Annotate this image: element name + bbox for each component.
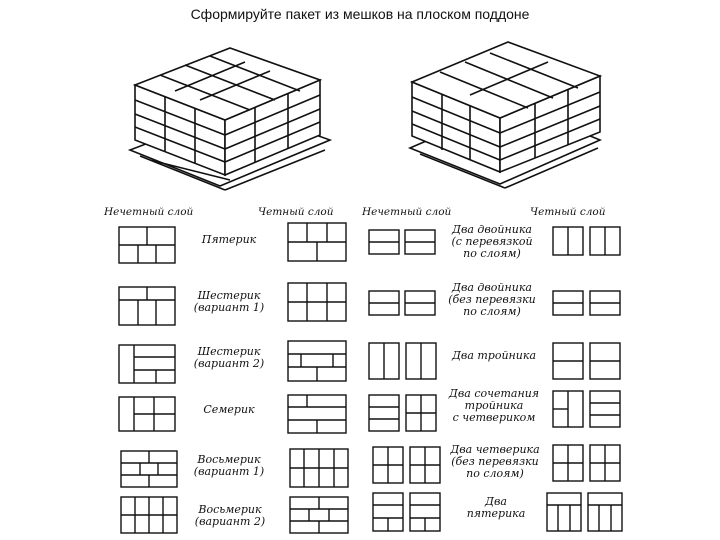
odd-layer-pattern: [118, 286, 176, 326]
odd-layer-pattern: [368, 229, 436, 255]
odd-layer-pattern: [120, 496, 178, 534]
row-label: Шестерик(вариант 2): [193, 345, 265, 370]
odd-layer-pattern: [118, 226, 176, 264]
even-layer-pattern: [287, 394, 347, 434]
pallet-illustrations: [127, 41, 603, 191]
even-layer-pattern: [287, 340, 347, 382]
pallet-stack-right: [407, 41, 603, 189]
row-label: Шестерик(вариант 1): [193, 289, 265, 314]
even-layer-pattern: [289, 496, 349, 534]
even-layer-pattern: [552, 390, 621, 428]
odd-layer-pattern: [118, 344, 176, 384]
header-even-layer-right: Четный слой: [530, 206, 606, 218]
row-label: Восьмерик(вариант 2): [194, 503, 266, 528]
header-odd-layer-left: Нечетный слой: [104, 206, 194, 218]
even-layer-pattern: [546, 492, 623, 532]
even-layer-pattern: [289, 448, 349, 488]
odd-layer-pattern: [372, 492, 441, 532]
odd-layer-pattern: [372, 446, 441, 484]
odd-layer-pattern: [368, 342, 437, 380]
pallet-stack-left: [127, 47, 333, 191]
even-layer-pattern: [552, 342, 621, 380]
odd-layer-pattern: [120, 450, 178, 488]
header-odd-layer-right: Нечетный слой: [362, 206, 452, 218]
even-layer-pattern: [287, 222, 347, 262]
even-layer-pattern: [287, 282, 347, 322]
odd-layer-pattern: [368, 290, 436, 316]
row-label: Восьмерик(вариант 1): [193, 453, 265, 478]
row-label: Два тройника: [451, 349, 537, 362]
even-layer-pattern: [552, 444, 621, 482]
header-even-layer-left: Четный слой: [258, 206, 334, 218]
odd-layer-pattern: [368, 394, 437, 432]
page-title: Сформируйте пакет из мешков на плоском п…: [190, 6, 530, 22]
row-label: Пятерик: [201, 233, 257, 246]
odd-layer-pattern: [118, 396, 176, 432]
even-layer-pattern: [552, 226, 621, 256]
even-layer-pattern: [552, 290, 621, 316]
row-label: Семерик: [203, 403, 255, 416]
